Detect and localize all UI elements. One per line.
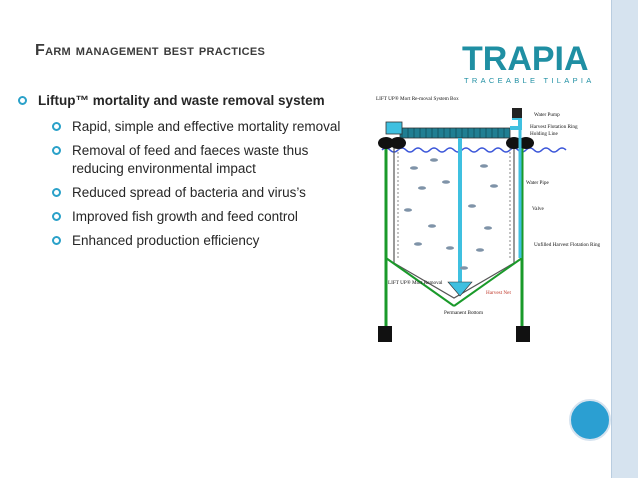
slide-title: Farm management best practices [35, 42, 266, 59]
bullet-circle-icon [18, 96, 27, 105]
liftup-system-diagram: LIFT UP® Mort Re-moval System Box Water … [376, 95, 601, 342]
label-valve: Valve [532, 206, 545, 212]
bullet-sub-1: Rapid, simple and effective mortality re… [18, 118, 348, 136]
bullet-list: Liftup™ mortality and waste removal syst… [18, 92, 348, 250]
slide-right-band [612, 0, 638, 478]
bullet-main-text: Liftup™ mortality and waste removal syst… [38, 93, 325, 108]
bullet-circle-icon [52, 236, 61, 245]
collection-funnel [447, 281, 473, 297]
bullet-sub-text: Improved fish growth and feed control [72, 209, 298, 224]
left-float-ring-2 [390, 137, 406, 149]
trapia-logo: TRAPIA TRACEABLE TILAPIA [462, 40, 595, 85]
label-water-pipe: Water Pipe [526, 180, 549, 186]
bullet-circle-icon [52, 146, 61, 155]
label-holding-line: Holding Line [530, 131, 559, 137]
slide-decoration-circle [569, 399, 611, 441]
label-water-pump: Water Pump [534, 112, 560, 118]
bullet-circle-icon [52, 122, 61, 131]
logo-name: TRAPIA [462, 40, 589, 78]
bullet-sub-text: Rapid, simple and effective mortality re… [72, 119, 341, 134]
label-harvest-ring: Harvest Flotation Ring [530, 124, 578, 130]
bullet-circle-icon [52, 188, 61, 197]
bullet-sub-text: Enhanced production efficiency [72, 233, 260, 248]
fish-school [404, 158, 498, 270]
logo-tagline: TRACEABLE TILAPIA [464, 76, 595, 85]
label-unfilled-ring: Unfilled Harvest Flotation Ring [534, 241, 601, 248]
slide-right-border [611, 0, 612, 478]
frame-right-strut [453, 257, 523, 307]
frame-right-foot [516, 326, 530, 342]
bullet-sub-text: Removal of feed and faeces waste thus re… [72, 143, 309, 176]
bullet-sub-3: Reduced spread of bacteria and virus’s [18, 184, 348, 202]
water-pipe-top [510, 116, 522, 130]
mort-removal-box [385, 121, 403, 135]
bullet-sub-text: Reduced spread of bacteria and virus’s [72, 185, 306, 200]
bullet-sub-4: Improved fish growth and feed control [18, 208, 348, 226]
bullet-sub-5: Enhanced production efficiency [18, 232, 348, 250]
right-float-ring [506, 137, 522, 149]
left-float-ring [378, 137, 394, 149]
right-float-ring-2 [518, 137, 534, 149]
frame-left-foot [378, 326, 392, 342]
label-permanent-bottom: Permanent Bottom [444, 310, 483, 316]
frame-left-strut [385, 257, 455, 307]
water-surface [381, 147, 567, 153]
bullet-circle-icon [52, 212, 61, 221]
bullet-main: Liftup™ mortality and waste removal syst… [18, 92, 348, 110]
bullet-sub-2: Removal of feed and faeces waste thus re… [18, 142, 348, 178]
label-harvest-net: Harvest Net [486, 290, 511, 296]
holding-walkway [399, 127, 511, 139]
cage-cone [393, 262, 515, 299]
label-mort-removal: LIFT UP® Mort Removal [388, 279, 443, 286]
label-system-box: LIFT UP® Mort Re-moval System Box [376, 95, 459, 102]
water-pump-icon [512, 108, 522, 118]
